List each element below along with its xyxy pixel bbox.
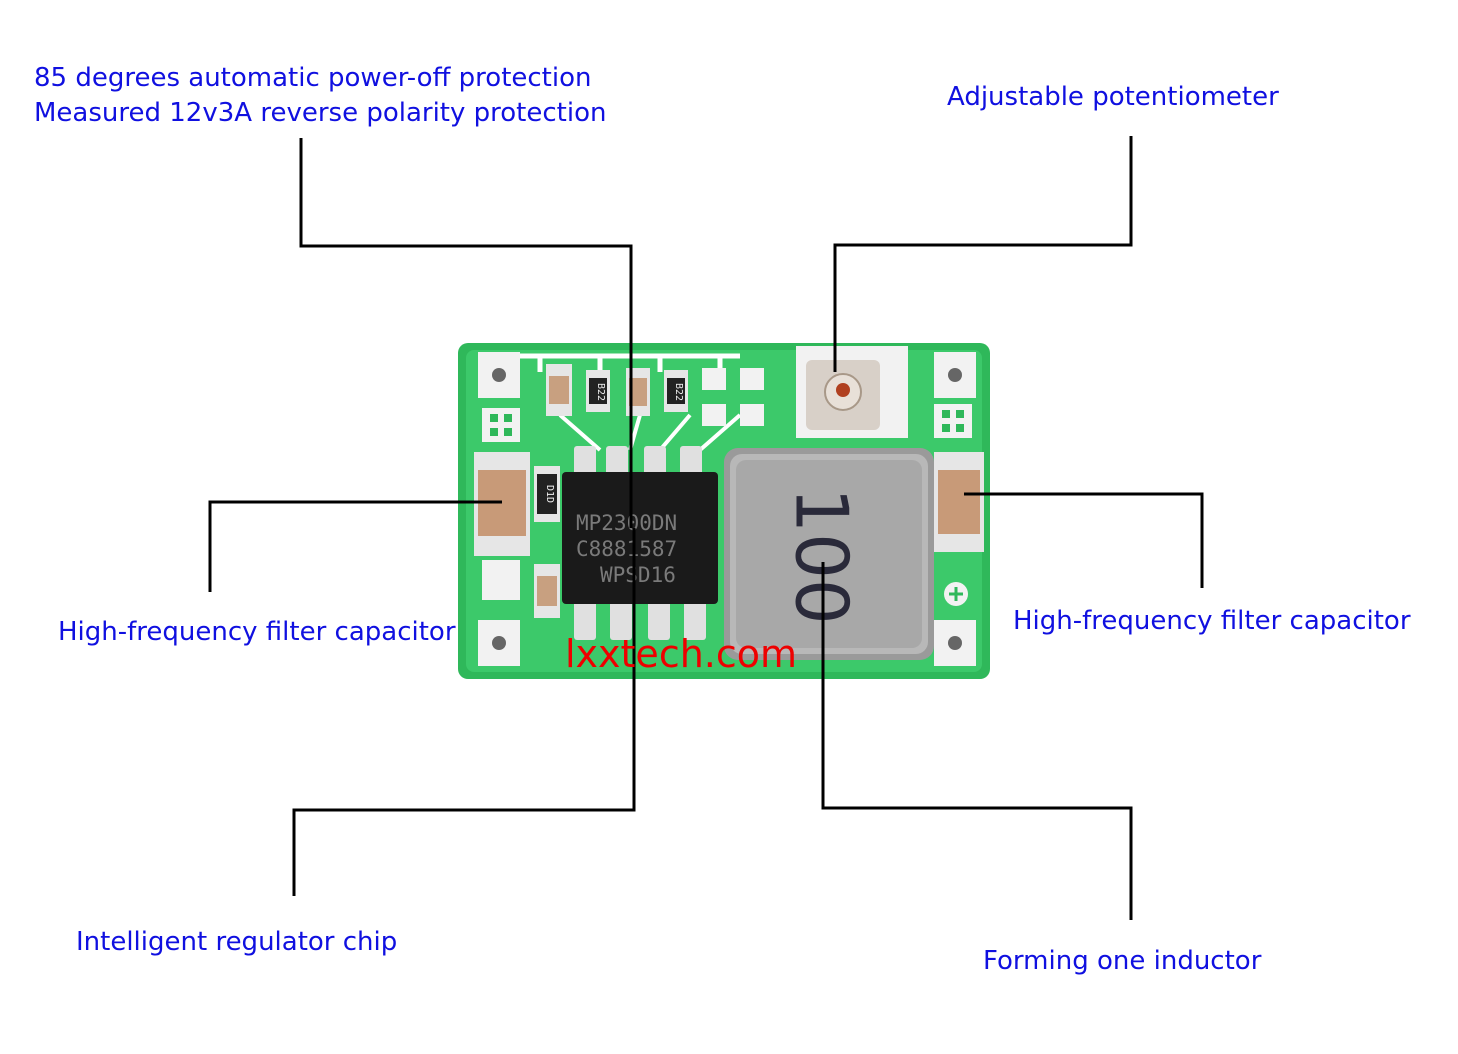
inductor: 100 [724, 448, 934, 660]
leader-line-capacitor-right [964, 492, 1204, 588]
leader-line-potentiometer [833, 136, 1133, 372]
right-capacitor [934, 452, 984, 552]
leader-line-protection [299, 138, 633, 528]
diode: D1D [534, 466, 560, 522]
chip-marking-line1: MP2300DN [576, 511, 677, 535]
mounting-pad-tr [934, 352, 976, 398]
mounting-pad-bl [478, 620, 520, 666]
label-inductor: Forming one inductor [983, 946, 1262, 976]
smd-resistor-1: B22 [586, 370, 610, 412]
leader-lines [208, 136, 1204, 920]
smd-resistor-2: B22 [664, 370, 688, 412]
watermark-text: lxxtech.com [565, 632, 798, 676]
label-regulator-chip: Intelligent regulator chip [76, 927, 398, 957]
mounting-pad-br [934, 620, 976, 666]
regulator-chip: MP2300DN C8881587 WPSD16 [562, 472, 718, 604]
label-capacitor-right: High-frequency filter capacitor [1013, 606, 1411, 636]
resistor2-marking: B22 [673, 383, 684, 401]
chip-marking-line2: C8881587 [576, 537, 677, 561]
leader-line-inductor [821, 562, 1133, 920]
resistor1-marking: B22 [595, 383, 606, 401]
chip-pins [574, 446, 706, 640]
label-protection-line1: 85 degrees automatic power-off protectio… [34, 63, 592, 93]
mounting-pad-tl [478, 352, 520, 398]
potentiometer [796, 346, 908, 438]
label-capacitor-left: High-frequency filter capacitor [58, 617, 456, 647]
smd-capacitor-3 [534, 564, 560, 618]
leader-line-regulator [292, 528, 636, 896]
left-capacitor [474, 452, 530, 556]
diode-marking: D1D [544, 485, 555, 503]
label-potentiometer: Adjustable potentiometer [947, 82, 1279, 112]
leader-line-capacitor-left [208, 500, 502, 592]
inductor-marking: 100 [779, 487, 863, 624]
smd-capacitor-1 [546, 364, 572, 416]
label-protection-line2: Measured 12v3A reverse polarity protecti… [34, 98, 607, 128]
chip-marking-line3: WPSD16 [600, 563, 676, 587]
